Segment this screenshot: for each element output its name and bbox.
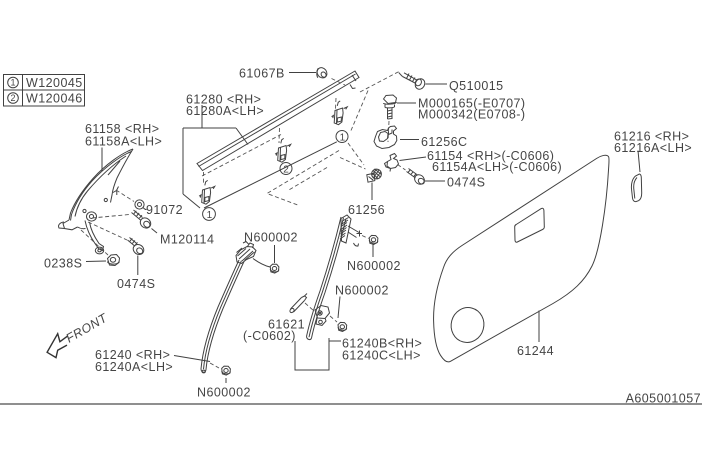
svg-text:61240B<RH>: 61240B<RH>: [342, 337, 422, 351]
svg-text:2: 2: [283, 164, 289, 175]
svg-text:61256C: 61256C: [421, 135, 468, 149]
svg-text:(-C0602): (-C0602): [243, 329, 296, 343]
svg-text:61154A<LH>(-C0606): 61154A<LH>(-C0606): [432, 160, 562, 174]
svg-text:M120114: M120114: [160, 233, 214, 247]
svg-text:0474S: 0474S: [447, 176, 485, 190]
svg-text:M000342(E0708-): M000342(E0708-): [418, 108, 526, 122]
svg-text:2: 2: [11, 93, 16, 103]
svg-text:1: 1: [207, 210, 213, 221]
svg-text:0238S: 0238S: [44, 257, 82, 271]
svg-text:N600002: N600002: [244, 231, 298, 245]
svg-text:1: 1: [11, 78, 16, 88]
svg-text:61256: 61256: [348, 203, 385, 217]
svg-text:M000165(-E0707): M000165(-E0707): [418, 97, 526, 111]
svg-text:1: 1: [340, 132, 346, 143]
svg-text:91072: 91072: [146, 203, 183, 217]
svg-text:61067B: 61067B: [239, 67, 285, 81]
svg-text:61240 <RH>: 61240 <RH>: [95, 348, 170, 362]
svg-text:61244: 61244: [517, 344, 554, 358]
svg-text:W120046: W120046: [26, 92, 83, 106]
svg-text:W120045: W120045: [26, 76, 83, 90]
svg-text:61240C<LH>: 61240C<LH>: [342, 349, 421, 363]
svg-text:0474S: 0474S: [117, 277, 155, 291]
svg-text:61216 <RH>: 61216 <RH>: [614, 130, 689, 144]
svg-text:N600002: N600002: [335, 284, 389, 298]
svg-text:N600002: N600002: [197, 386, 251, 400]
svg-text:61280A<LH>: 61280A<LH>: [186, 104, 264, 118]
svg-text:61240A<LH>: 61240A<LH>: [95, 360, 173, 374]
svg-text:Q510015: Q510015: [449, 79, 504, 93]
svg-text:A605001057: A605001057: [626, 392, 701, 406]
svg-text:61158A<LH>: 61158A<LH>: [85, 135, 162, 149]
svg-text:N600002: N600002: [347, 259, 401, 273]
svg-text:FRONT: FRONT: [64, 310, 111, 345]
svg-text:61280 <RH>: 61280 <RH>: [186, 93, 261, 107]
svg-text:61621: 61621: [268, 318, 305, 332]
svg-text:61216A<LH>: 61216A<LH>: [614, 141, 692, 155]
svg-text:61158 <RH>: 61158 <RH>: [85, 122, 159, 136]
svg-text:61154 <RH>(-C0606): 61154 <RH>(-C0606): [427, 149, 554, 163]
